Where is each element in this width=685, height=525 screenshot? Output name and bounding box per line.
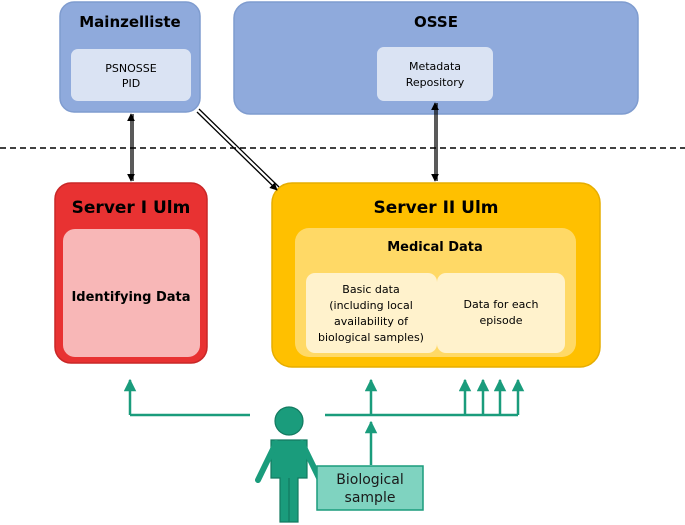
- mainzelliste-inner-line-1: PSNOSSE: [105, 62, 156, 75]
- episode-data-line-2: episode: [479, 314, 522, 327]
- basic-data-line-4: biological samples): [318, 331, 424, 344]
- osse-box: OSSE Metadata Repository: [233, 1, 639, 115]
- sample-label-line-1: Biological: [336, 472, 403, 488]
- basic-data-line-2: (including local: [329, 299, 413, 312]
- mainzelliste-box: Mainzelliste PSNOSSE PID: [59, 1, 201, 113]
- black-connectors: [127, 102, 439, 191]
- server2-box: Server II Ulm Medical Data Basic data (i…: [271, 182, 601, 368]
- server1-inner: Identifying Data: [71, 290, 190, 305]
- osse-inner-line-2: Repository: [406, 76, 465, 89]
- basic-data-line-3: availability of: [334, 315, 409, 328]
- mainzelliste-server2-arrow-second-line: [198, 108, 280, 188]
- mainzelliste-title: Mainzelliste: [79, 13, 180, 31]
- osse-inner-line-1: Metadata: [409, 60, 461, 73]
- medical-data-title: Medical Data: [387, 240, 483, 255]
- server1-box: Server I Ulm Identifying Data: [54, 182, 208, 364]
- osse-title: OSSE: [414, 13, 458, 31]
- biological-sample-box: Biological sample: [316, 465, 424, 511]
- basic-data-line-1: Basic data: [342, 283, 399, 296]
- mainzelliste-server2-arrow: [196, 111, 278, 191]
- sample-label-line-2: sample: [345, 490, 396, 506]
- server1-title: Server I Ulm: [72, 198, 191, 218]
- server2-title: Server II Ulm: [374, 198, 499, 218]
- episode-data-line-1: Data for each: [464, 298, 539, 311]
- person-icon: [255, 406, 323, 523]
- teal-flows: [123, 378, 525, 465]
- mainzelliste-inner-line-2: PID: [122, 77, 140, 90]
